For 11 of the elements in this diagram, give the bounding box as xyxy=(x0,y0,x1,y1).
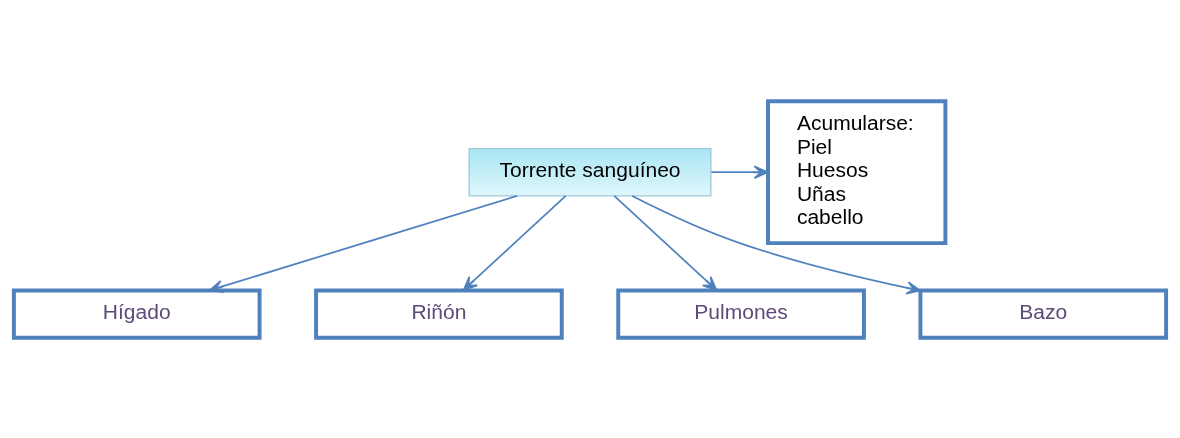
node-box: Bazo xyxy=(918,287,1169,340)
arrow xyxy=(710,164,769,179)
arrow xyxy=(208,194,519,293)
node-box: Riñón xyxy=(314,287,564,340)
node-box: Torrente sanguíneo xyxy=(468,147,712,196)
node-box: Pulmones xyxy=(616,287,866,340)
arrow xyxy=(462,194,567,291)
node-box: Hígado xyxy=(11,287,262,340)
arrow xyxy=(613,194,718,291)
arrow xyxy=(631,194,922,295)
node-box: Acumularse: Piel Huesos Uñas cabello xyxy=(766,98,948,245)
